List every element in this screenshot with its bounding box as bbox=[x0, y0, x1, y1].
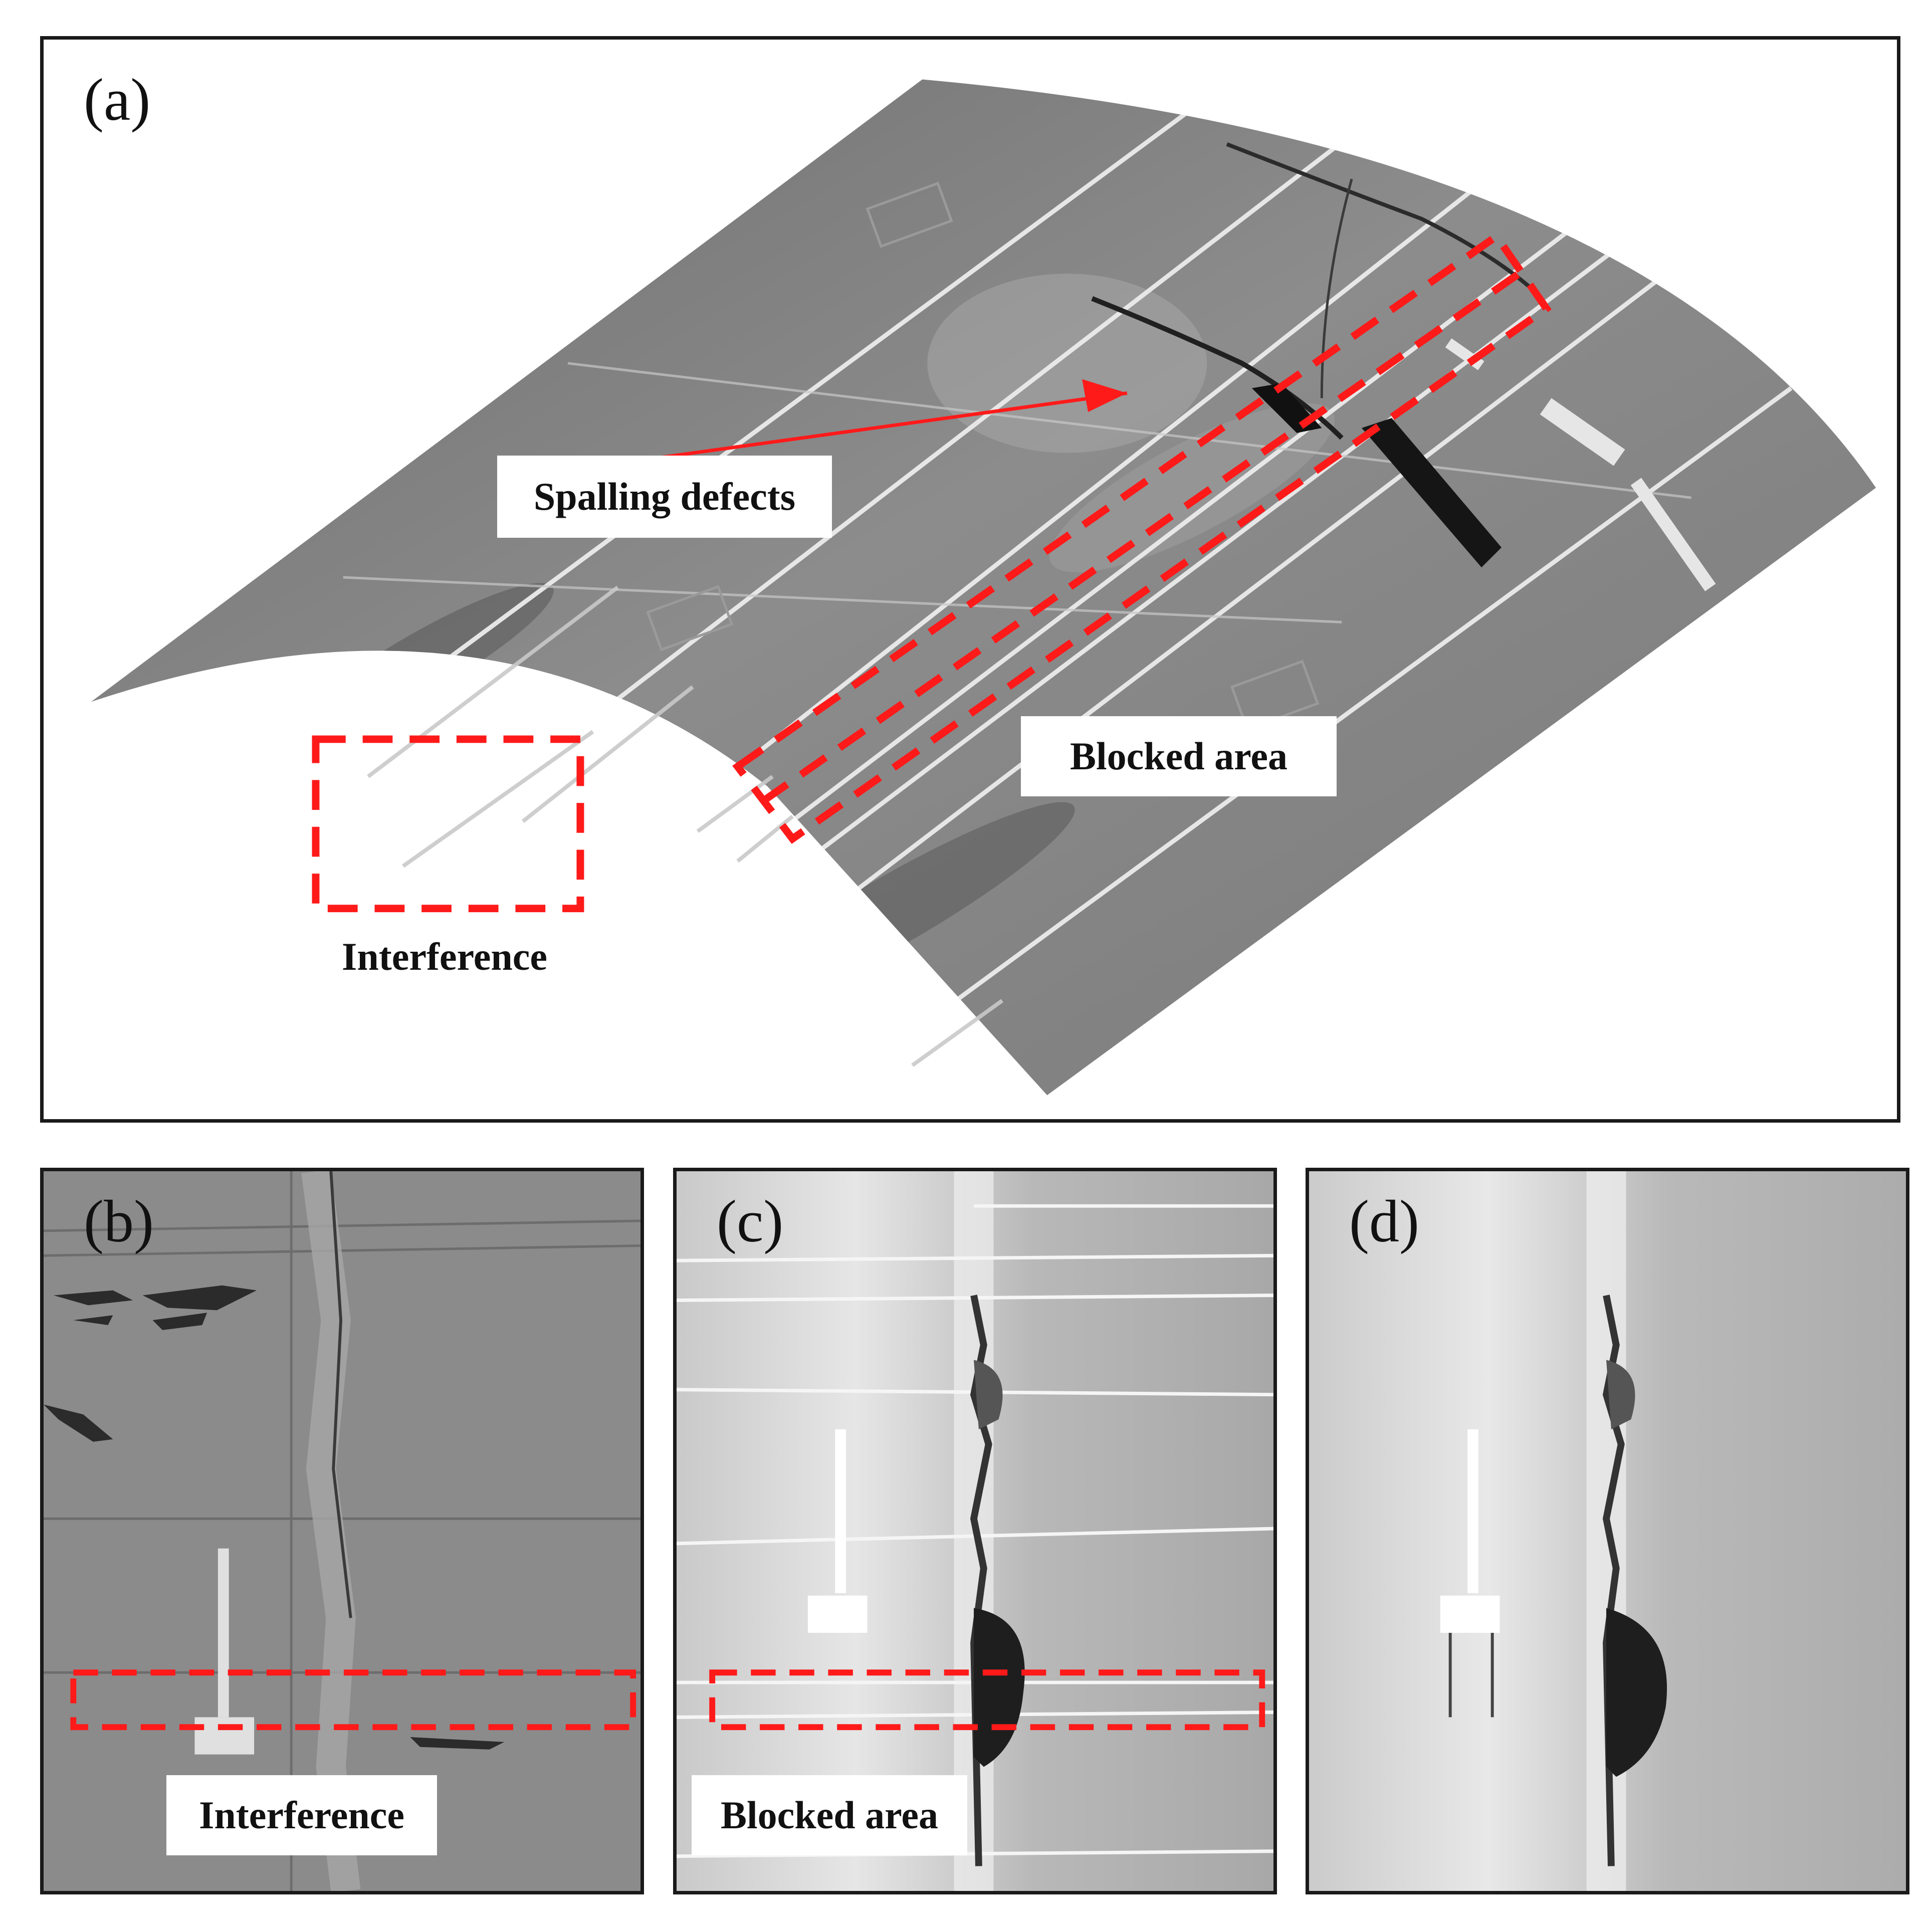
spalling-defect-mark bbox=[1362, 418, 1501, 568]
spalling-arrow-head bbox=[1082, 379, 1127, 412]
blocked-area-highlight-box bbox=[732, 231, 1552, 844]
panel-c-image bbox=[677, 1171, 1273, 1891]
blocked-area-label-c: Blocked area bbox=[692, 1775, 967, 1855]
panel-b-image bbox=[44, 1171, 640, 1891]
panel-label-b: (b) bbox=[84, 1188, 154, 1254]
panel-a: (a) Spalling defects Blocked area Interf… bbox=[40, 36, 1900, 1123]
interference-highlight-box bbox=[312, 735, 584, 913]
blocked-area-label: Blocked area bbox=[1021, 716, 1337, 796]
interference-highlight-box-b bbox=[70, 1669, 636, 1731]
panel-label-a: (a) bbox=[84, 66, 151, 133]
tunnel-point-cloud-view bbox=[91, 79, 1876, 1096]
panel-b: (b) Interference bbox=[40, 1168, 644, 1894]
panel-d: (d) bbox=[1306, 1168, 1909, 1894]
interference-label-b: Interference bbox=[166, 1775, 437, 1855]
spalling-arrow bbox=[657, 391, 1128, 460]
interference-label: Interference bbox=[314, 922, 575, 992]
panel-d-image bbox=[1309, 1171, 1906, 1891]
panel-label-d: (d) bbox=[1349, 1188, 1419, 1254]
spalling-defects-label: Spalling defects bbox=[497, 456, 832, 538]
panel-label-c: (c) bbox=[717, 1188, 784, 1254]
blocked-area-highlight-box-c bbox=[709, 1669, 1265, 1731]
panel-c: (c) Blocked area bbox=[673, 1168, 1277, 1894]
interference-streaks bbox=[367, 585, 1004, 1067]
